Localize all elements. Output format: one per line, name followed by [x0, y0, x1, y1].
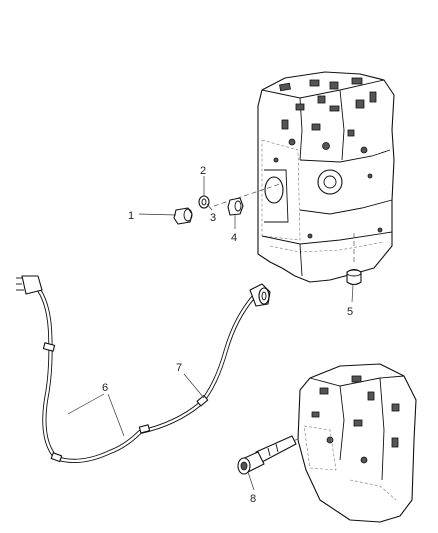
part-2-washer	[198, 195, 210, 209]
part-4-sensor	[227, 197, 244, 216]
callout-5: 5	[347, 306, 353, 318]
leader-lines	[67, 176, 354, 491]
callout-8: 8	[250, 493, 256, 505]
callout-4: 4	[231, 232, 237, 244]
callout-2: 2	[200, 165, 206, 177]
callout-numbers: 1 2 3 4 5 6 7 8	[102, 165, 353, 505]
callout-3: 3	[210, 212, 216, 224]
callout-7: 7	[176, 362, 182, 374]
engine-block-lower	[263, 363, 417, 523]
part-8-heater	[237, 435, 297, 475]
engine-block-upper	[213, 71, 395, 283]
heater-cord	[16, 275, 271, 464]
part-5-cap	[346, 268, 362, 286]
callout-1: 1	[128, 210, 134, 222]
part-1-plug	[173, 207, 193, 225]
callout-6: 6	[102, 382, 108, 394]
